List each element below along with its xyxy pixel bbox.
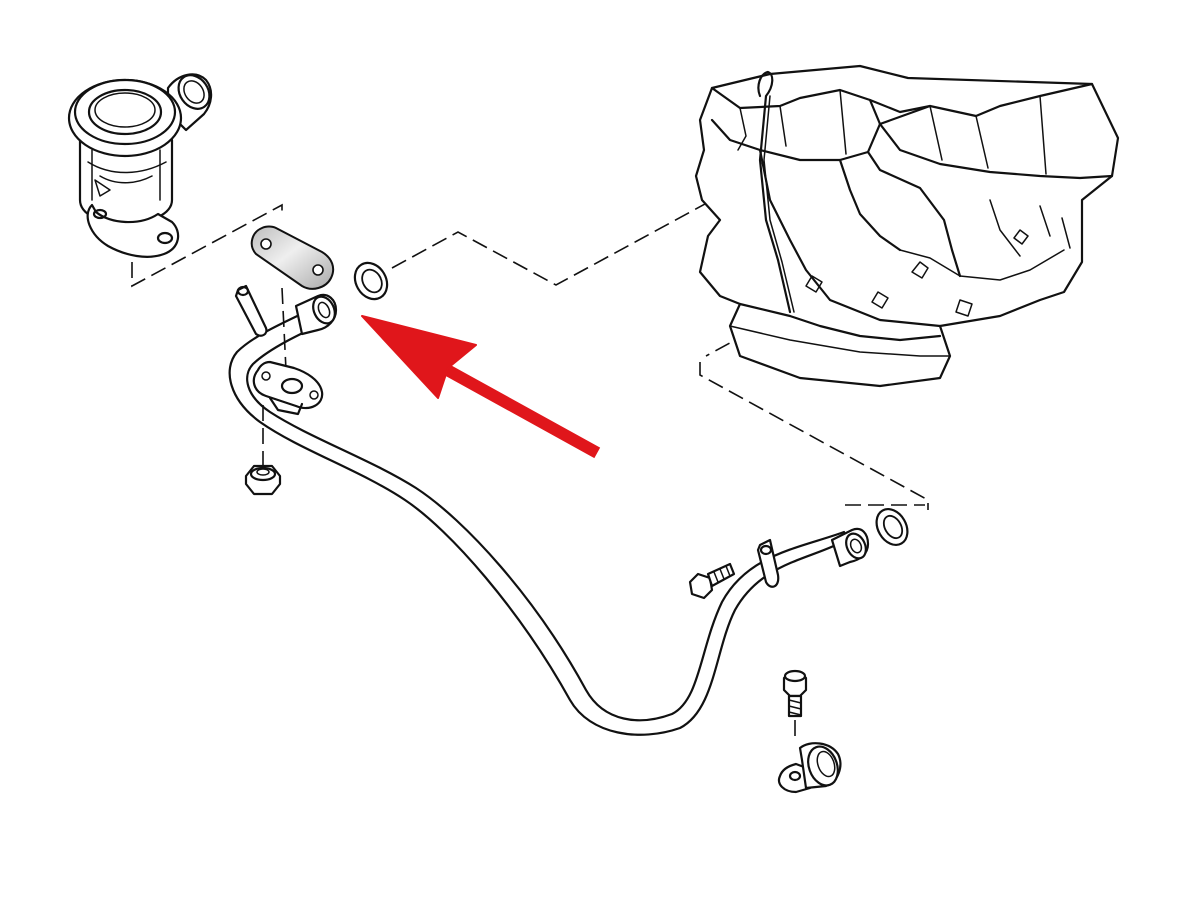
clamp-bolt — [782, 669, 808, 742]
mount-bolt — [688, 562, 736, 600]
highlight-arrow — [361, 315, 601, 459]
egr-pipe — [228, 284, 870, 736]
lower-o-ring — [875, 508, 909, 546]
flange-nut — [244, 464, 282, 496]
engine-block — [694, 64, 1120, 388]
pipe-clamp — [777, 742, 842, 794]
upper-o-ring — [353, 261, 389, 301]
blanking-plate — [250, 225, 335, 290]
egr-valve-icon — [67, 73, 213, 258]
